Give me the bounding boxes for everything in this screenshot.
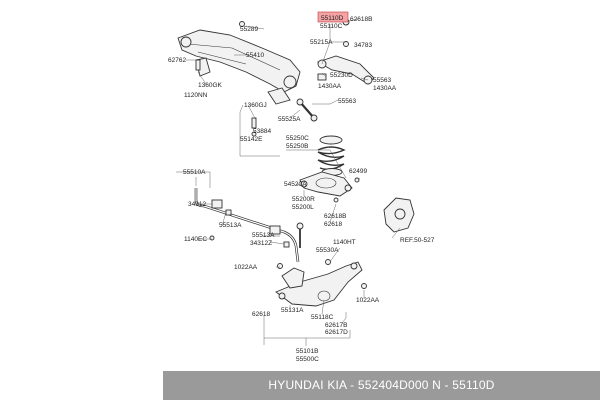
label-34783[interactable]: 34783 (354, 42, 372, 49)
label-55563-b[interactable]: 55563 (338, 98, 356, 105)
label-1140ec[interactable]: 1140EC (184, 236, 207, 243)
label-ref-50-527[interactable]: REF.50-527 (400, 237, 435, 244)
label-55513a-b[interactable]: 55513A (252, 232, 275, 239)
label-55563-a[interactable]: 55563 (373, 77, 391, 84)
knuckle-ref (383, 197, 415, 233)
label-55200r[interactable]: 55200R (292, 196, 315, 203)
bushing-55230d (317, 73, 327, 81)
label-55250c[interactable]: 55250C (286, 135, 309, 142)
label-1430aa-b[interactable]: 1430AA (373, 85, 397, 92)
label-1140ht[interactable]: 1140HT (333, 239, 356, 246)
label-34312z[interactable]: 34312Z (250, 240, 272, 247)
label-1360gj[interactable]: 1360GJ (244, 102, 267, 109)
label-34312[interactable]: 34312 (188, 201, 206, 208)
part-number-caption: HYUNDAI KIA - 552404D000 N - 55110D (163, 371, 600, 400)
label-1120nn[interactable]: 1120NN (184, 92, 208, 99)
stabilizer-bar (194, 188, 300, 263)
bolt-62499 (354, 177, 360, 183)
label-55215a[interactable]: 55215A (310, 39, 333, 46)
label-62617b[interactable]: 62617B (325, 322, 347, 329)
bolt-group-left (195, 21, 257, 137)
nut-1022aa (361, 283, 367, 289)
assist-link (296, 98, 318, 122)
label-62618b-mid[interactable]: 62618B (324, 213, 346, 220)
label-62762[interactable]: 62762 (168, 57, 186, 64)
label-55230d[interactable]: 55230D (330, 72, 353, 79)
label-55110c[interactable]: 55110C (320, 23, 343, 30)
label-54520a[interactable]: 54520A (284, 181, 307, 188)
label-62617d[interactable]: 62617D (325, 329, 348, 336)
label-62618-low[interactable]: 62618 (252, 311, 270, 318)
label-62499[interactable]: 62499 (349, 168, 367, 175)
label-55513a-a[interactable]: 55513A (219, 222, 242, 229)
label-55142e[interactable]: 55142E (240, 136, 263, 143)
label-1022aa-a[interactable]: 1022AA (234, 264, 258, 271)
label-55250b[interactable]: 55250B (286, 143, 308, 150)
coil-spring (317, 135, 346, 176)
stabilizer-link (296, 222, 304, 248)
nut-1022aa-left (277, 263, 283, 269)
label-1430aa-a[interactable]: 1430AA (318, 83, 342, 90)
nut-34783 (343, 41, 349, 47)
label-55110d[interactable]: 55110D (321, 15, 344, 22)
label-55510a[interactable]: 55510A (183, 169, 206, 176)
label-62618b-top[interactable]: 62618B (350, 16, 372, 23)
label-55525a[interactable]: 55525A (278, 116, 301, 123)
lower-spring-arm (299, 171, 353, 197)
highlighted-part-box (317, 11, 349, 23)
bolt-1140ec (209, 235, 215, 241)
leader-lines (176, 18, 401, 346)
nut-55530a (325, 259, 331, 265)
label-55500c[interactable]: 55500C (296, 356, 319, 363)
label-55410[interactable]: 55410 (246, 52, 264, 59)
upper-control-arm (316, 55, 375, 85)
rear-crossmember (177, 29, 301, 105)
label-1360gk[interactable]: 1360GK (198, 82, 223, 89)
label-55289[interactable]: 55289 (240, 26, 258, 33)
label-53884[interactable]: 53884 (253, 128, 271, 135)
exploded-parts-diagram: 55110D 55110C 62618B 55289 55215A 34783 … (168, 11, 435, 363)
label-55200l[interactable]: 55200L (292, 204, 314, 211)
label-55101b[interactable]: 55101B (296, 348, 318, 355)
label-62618-mid[interactable]: 62618 (324, 221, 342, 228)
label-55131a[interactable]: 55131A (281, 307, 304, 314)
label-55530a[interactable]: 55530A (316, 247, 339, 254)
part-labels: 55110D 55110C 62618B 55289 55215A 34783 … (168, 15, 435, 363)
bolt-62618b-mid (333, 197, 339, 203)
lower-control-arm (275, 261, 363, 307)
label-55118c[interactable]: 55118C (311, 314, 334, 321)
label-1022aa-b[interactable]: 1022AA (356, 297, 380, 304)
